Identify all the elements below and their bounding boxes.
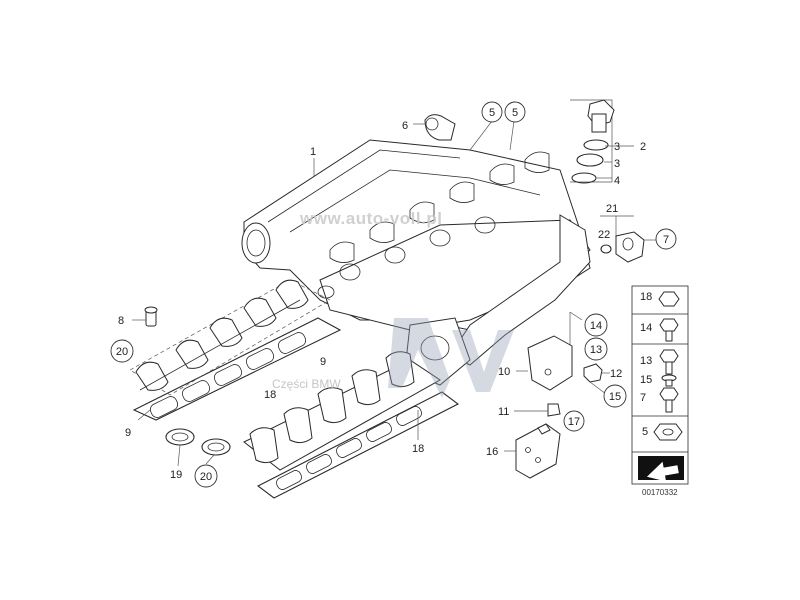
callout-18: 18 — [264, 389, 276, 401]
bolt-icon — [661, 374, 677, 387]
callout-12: 12 — [610, 368, 622, 380]
svg-text:20: 20 — [200, 471, 212, 483]
intake-runners-9-left — [129, 279, 331, 396]
svg-text:5: 5 — [512, 107, 518, 119]
valve-assembly-2 — [570, 99, 634, 184]
callout-circle-15: 15 — [603, 384, 627, 408]
callout-circle-7: 7 — [655, 228, 677, 250]
callout-22: 22 — [598, 229, 610, 241]
callout-3: 3 — [614, 158, 620, 170]
watermark-logo — [388, 318, 514, 398]
callout-circle-14: 14 — [584, 313, 608, 337]
hardware-panel — [631, 285, 689, 485]
hardware-num: 5 — [642, 426, 648, 438]
callout-circle-5: 5 — [481, 101, 503, 123]
callout-18: 18 — [412, 443, 424, 455]
hardware-num: 13 — [640, 355, 652, 367]
manifold-gasket-18-upper — [132, 317, 342, 421]
intake-manifold-upper — [241, 139, 591, 386]
hardware-num: 14 — [640, 322, 652, 334]
callout-16: 16 — [486, 446, 498, 458]
svg-text:17: 17 — [568, 416, 580, 428]
callout-4: 4 — [614, 175, 620, 187]
callout-11: 11 — [498, 406, 509, 418]
manifold-gasket-18-lower — [256, 391, 460, 499]
callout-circle-17: 17 — [563, 410, 585, 432]
callout-21: 21 — [606, 203, 618, 215]
svg-text:15: 15 — [609, 391, 621, 403]
watermark: www.auto-voll.pl Części BMW — [272, 209, 514, 398]
callout-3: 3 — [614, 141, 620, 153]
pressure-sensor-6 — [413, 114, 456, 141]
intake-runners-9-right — [243, 351, 441, 471]
svg-text:13: 13 — [590, 344, 602, 356]
watermark-caption: Części BMW — [272, 377, 341, 391]
svg-text:14: 14 — [590, 320, 602, 332]
callout-1: 1 — [310, 146, 316, 158]
hardware-num: 18 — [640, 291, 652, 303]
gasket-19 — [165, 428, 231, 456]
callout-labels: 1 2 3 3 4 6 8 9 9 10 11 12 16 18 18 19 2… — [110, 101, 677, 488]
leader-lines — [137, 120, 607, 467]
diagram-code: 00170332 — [642, 488, 678, 497]
callout-6: 6 — [402, 120, 408, 132]
hardware-num: 15 — [640, 374, 652, 386]
hardware-num: 7 — [640, 392, 646, 404]
callout-circle-20: 20 — [194, 464, 218, 488]
callout-10: 10 — [498, 366, 510, 378]
svg-text:5: 5 — [489, 107, 495, 119]
svg-text:20: 20 — [116, 346, 128, 358]
callout-2: 2 — [640, 141, 646, 153]
watermark-site: www.auto-voll.pl — [299, 209, 442, 228]
bolt-icon — [659, 349, 679, 375]
callout-circle-20: 20 — [110, 339, 134, 363]
bracket-16 — [504, 403, 561, 479]
hex-nut-icon — [658, 291, 680, 307]
sensor-21 — [600, 215, 657, 263]
svg-text:7: 7 — [663, 234, 669, 246]
callout-9: 9 — [125, 427, 131, 439]
bolt-icon — [659, 387, 679, 413]
bracket-10 — [516, 312, 610, 391]
bolt-8 — [132, 306, 158, 327]
callout-8: 8 — [118, 315, 124, 327]
callout-9: 9 — [320, 356, 326, 368]
callout-19: 19 — [170, 469, 182, 481]
callout-circle-5: 5 — [504, 101, 526, 123]
flange-nut-icon — [653, 423, 683, 441]
bolt-icon — [659, 318, 679, 342]
callout-circle-13: 13 — [584, 337, 608, 361]
